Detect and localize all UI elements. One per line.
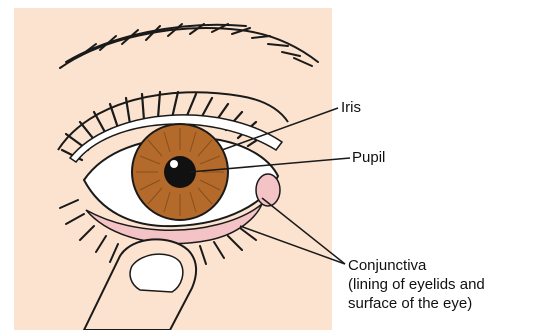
conjunctiva-note-line1: (lining of eyelids and bbox=[348, 275, 485, 294]
iris-label: Iris bbox=[341, 98, 361, 117]
pupil-highlight bbox=[170, 160, 178, 168]
conjunctiva-note-line2: surface of the eye) bbox=[348, 294, 485, 313]
conjunctiva-label: Conjunctiva (lining of eyelids and surfa… bbox=[348, 256, 485, 313]
conjunctiva-title: Conjunctiva bbox=[348, 256, 485, 275]
inner-corner bbox=[256, 174, 280, 206]
pupil-label: Pupil bbox=[352, 148, 385, 167]
fingernail bbox=[130, 254, 183, 292]
